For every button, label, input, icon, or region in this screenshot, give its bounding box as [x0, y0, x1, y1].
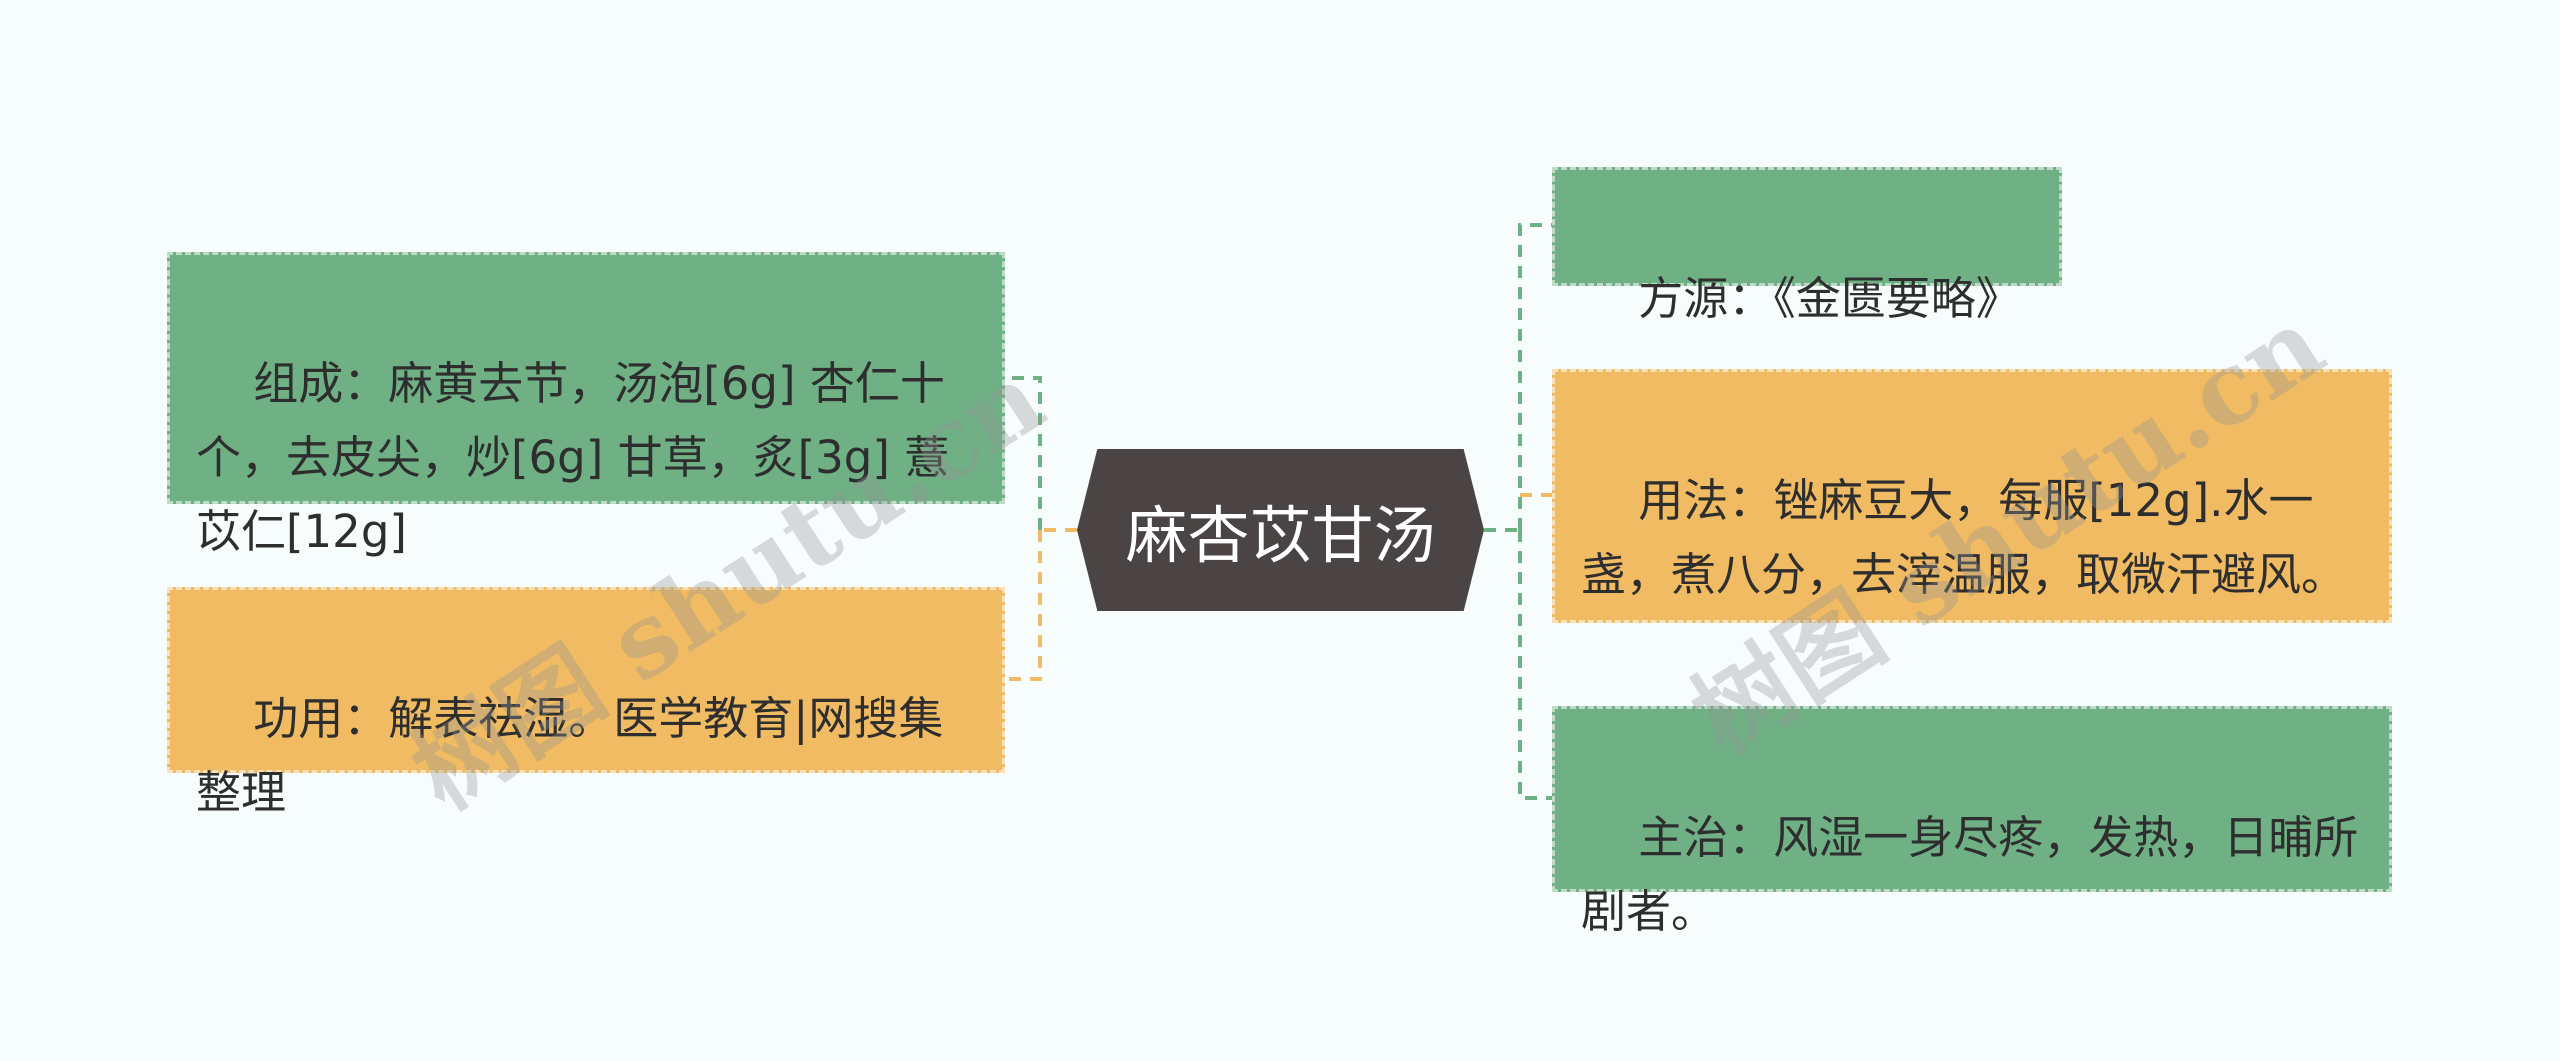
- connector-right-indication: [1518, 530, 1552, 800]
- node-composition[interactable]: 组成：麻黄去节，汤泡[6g] 杏仁十个，去皮尖，炒[6g] 甘草，炙[3g] 薏…: [167, 252, 1005, 558]
- node-usage-text: 用法：锉麻豆大，每服[12g].水一盏，煮八分，去滓温服，取微汗避风。: [1581, 474, 2347, 601]
- node-composition-text: 组成：麻黄去节，汤泡[6g] 杏仁十个，去皮尖，炒[6g] 甘草，炙[3g] 薏…: [196, 357, 950, 558]
- node-source-text: 方源：《金匮要略》: [1638, 272, 2021, 325]
- connector-left-composition: [1005, 376, 1042, 530]
- node-function[interactable]: 功用：解表祛湿。医学教育|网搜集整理: [167, 587, 1005, 819]
- node-function-text: 功用：解表祛湿。医学教育|网搜集整理: [196, 692, 944, 819]
- central-topic[interactable]: 麻杏苡甘汤: [1077, 449, 1484, 611]
- node-source[interactable]: 方源：《金匮要略》: [1552, 167, 2062, 325]
- node-indication[interactable]: 主治：风湿一身尽疼，发热，日晡所剧者。: [1552, 706, 2392, 938]
- connector-right-source: [1518, 223, 1552, 530]
- node-usage[interactable]: 用法：锉麻豆大，每服[12g].水一盏，煮八分，去滓温服，取微汗避风。: [1552, 369, 2392, 623]
- connector-left-function: [1005, 530, 1042, 681]
- node-indication-text: 主治：风湿一身尽疼，发热，日晡所剧者。: [1581, 811, 2359, 938]
- central-topic-label: 麻杏苡甘汤: [1125, 499, 1436, 572]
